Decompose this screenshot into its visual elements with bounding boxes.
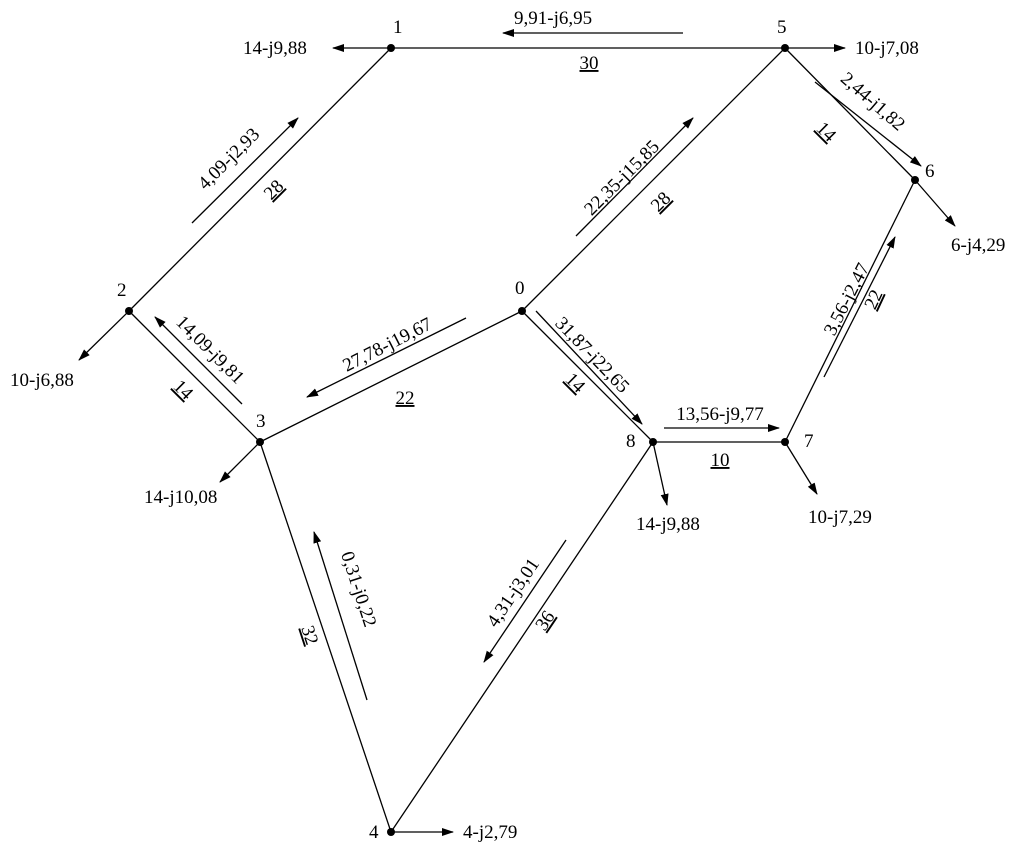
node-dot-6 [911,176,919,184]
edge-0-3 [259,310,523,443]
load-label-7: 10-j7,29 [808,507,872,528]
node-label-7: 7 [804,431,814,452]
length-label-2-3: 14 [169,376,198,405]
load-arrow-8 [652,441,669,506]
flow-label-0-3: 27,78-j19,67 [339,314,435,377]
length-label-1-2: 28 [260,176,288,204]
node-dot-4 [387,828,395,836]
node-dot-3 [256,438,264,446]
flow-arrow-5-6 [814,81,922,167]
length-label-1-5: 30 [580,53,599,74]
edge-0-5 [521,47,786,312]
edges [128,47,916,833]
flow-arrow-0-3 [306,317,467,398]
length-label-4-8: 36 [531,607,559,634]
load-labels: 14-j9,88 10-j7,08 6-j4,29 10-j6,88 14-j1… [10,38,1005,843]
node-label-4: 4 [369,822,379,843]
node-dot-8 [649,438,657,446]
flow-arrow-0-8 [535,310,643,425]
length-label-8-7: 10 [711,450,730,471]
length-label-0-5: 28 [647,188,675,216]
load-label-4: 4-j2,79 [463,822,517,843]
load-label-6: 6-j4,29 [951,235,1005,256]
flow-label-3-4: 0,31-j0,22 [336,549,380,630]
flow-label-0-5: 22,35-j15,85 [580,136,664,220]
load-label-1: 14-j9,88 [243,38,307,59]
flow-label-1-5: 9,91-j6,95 [514,8,592,29]
flow-label-8-7: 13,56-j9,77 [676,404,764,425]
node-label-8: 8 [626,431,636,452]
edge-6-7 [784,179,916,443]
node-label-2: 2 [117,280,127,301]
flow-arrow-2-3 [154,316,243,405]
edge-0-8 [521,310,654,443]
length-label-5-6: 14 [812,118,841,147]
node-dot-0 [518,307,526,315]
flow-labels: 9,91-j6,95 4,09-j2,93 22,35-j15,85 2,44-… [171,8,908,631]
node-dot-5 [781,44,789,52]
load-label-3: 14-j10,08 [144,487,217,508]
node-dot-2 [125,307,133,315]
edge-1-2 [128,47,392,312]
flow-arrow-3-4 [313,531,368,701]
length-label-0-3: 22 [396,388,415,409]
flow-label-1-2: 4,09-j2,93 [194,124,264,194]
load-arrow-2 [78,310,130,361]
flow-arrow-4-8 [483,539,567,663]
load-label-2: 10-j6,88 [10,370,74,391]
load-label-5: 10-j7,08 [855,38,919,59]
node-label-0: 0 [515,278,525,299]
node-label-1: 1 [393,17,403,38]
node-dot-1 [387,44,395,52]
load-label-8: 14-j9,88 [636,514,700,535]
load-arrow-6 [914,179,956,227]
edge-4-8 [390,441,654,833]
node-label-6: 6 [925,161,935,182]
edge-2-3 [128,310,261,443]
node-dot-7 [781,438,789,446]
flow-arrow-1-2 [191,117,299,224]
length-label-6-7: 22 [860,287,887,313]
flow-arrows [154,29,922,701]
node-labels: 0 1 2 3 4 5 6 7 8 [117,17,935,843]
edge-5-6 [784,47,916,181]
length-label-3-4: 32 [296,623,322,648]
flow-arrow-0-5 [575,117,694,237]
edge-3-4 [259,441,392,833]
load-arrows [78,44,956,836]
flow-label-5-6: 2,44-j1,82 [836,68,909,135]
load-arrow-3 [219,441,261,483]
load-arrow-7 [784,441,818,495]
nodes [125,44,919,836]
node-label-5: 5 [777,17,787,38]
node-label-3: 3 [256,411,266,432]
flow-arrow-6-7 [823,236,896,378]
